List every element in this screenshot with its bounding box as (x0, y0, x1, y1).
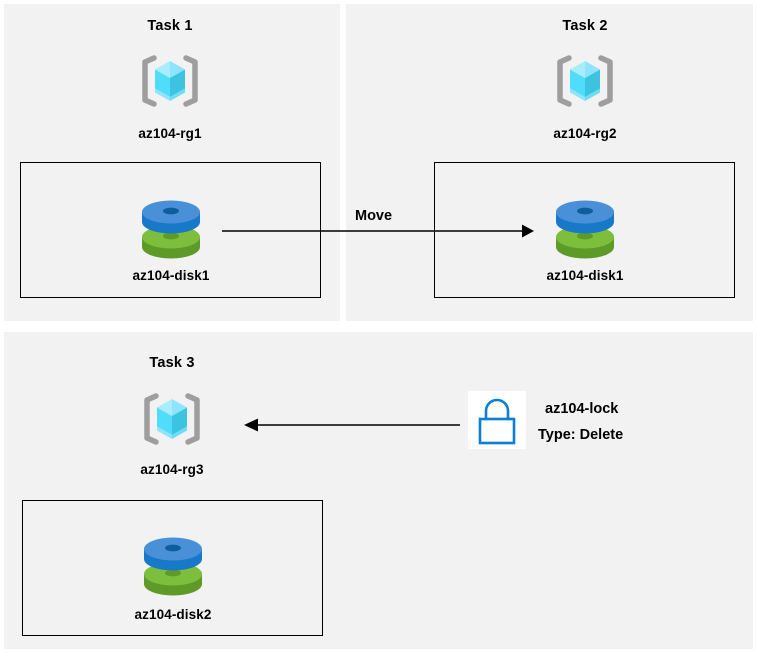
task-1-title: Task 1 (147, 18, 193, 34)
resource-label-task-1: az104-disk1 (132, 268, 210, 283)
lock-name-label: az104-lock (545, 401, 619, 417)
managed-disk-icon (136, 198, 206, 264)
resource-box-task-1 (20, 162, 321, 298)
resource-group-icon (140, 390, 204, 448)
resource-label-task-2: az104-disk1 (546, 268, 624, 283)
resource-box-task-2 (434, 162, 735, 298)
resource-label-task-3: az104-disk2 (134, 607, 212, 622)
panel-task-3 (4, 332, 753, 649)
move-connector-label: Move (355, 208, 393, 224)
lock-type-label: Type: Delete (538, 427, 624, 443)
managed-disk-icon (550, 198, 620, 264)
lock-arrow (244, 418, 460, 432)
resource-group-label-task-2: az104-rg2 (553, 126, 617, 141)
task-3-title: Task 3 (149, 355, 195, 371)
resource-group-icon (553, 52, 617, 110)
resource-box-task-3 (22, 500, 323, 636)
resource-group-icon (138, 52, 202, 110)
managed-disk-icon (138, 535, 208, 601)
task-2-title: Task 2 (562, 18, 608, 34)
resource-group-label-task-1: az104-rg1 (138, 126, 202, 141)
resource-group-label-task-3: az104-rg3 (140, 462, 204, 477)
lock-icon (468, 391, 526, 449)
move-arrow (222, 224, 534, 238)
